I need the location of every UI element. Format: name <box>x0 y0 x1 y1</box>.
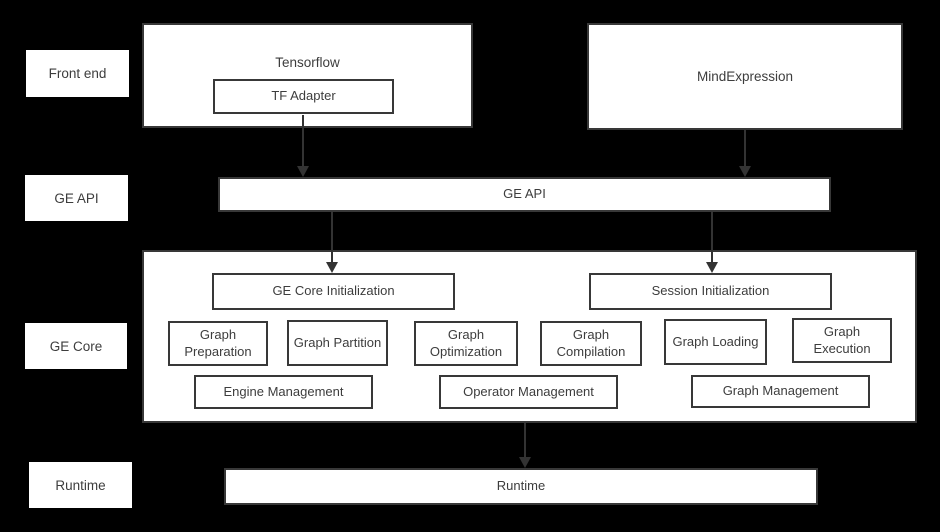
node-session-initialization: Session Initialization <box>589 273 832 310</box>
arrow-down-icon <box>739 166 751 177</box>
layer-label-front-end: Front end <box>26 50 129 97</box>
layer-label-ge-api: GE API <box>25 175 128 221</box>
arrow-ge-api-to-session-initialization <box>706 212 718 273</box>
layer-label-ge-core: GE Core <box>25 323 127 369</box>
arrow-shaft <box>302 115 304 167</box>
arrow-down-icon <box>297 166 309 177</box>
arrow-down-icon <box>326 262 338 273</box>
node-graph-execution: Graph Execution <box>792 318 892 363</box>
arrow-shaft <box>744 130 746 167</box>
node-ge-core-initialization: GE Core Initialization <box>212 273 455 310</box>
node-graph-partition: Graph Partition <box>287 320 388 366</box>
node-graph-loading: Graph Loading <box>664 319 767 365</box>
arrow-ge-core-to-runtime <box>519 423 531 468</box>
arrow-shaft <box>524 423 526 458</box>
node-graph-management: Graph Management <box>691 375 870 408</box>
node-graph-compilation: Graph Compilation <box>540 321 642 366</box>
node-runtime: Runtime <box>224 468 818 505</box>
layer-label-runtime: Runtime <box>29 462 132 508</box>
node-tensorflow-label: Tensorflow <box>275 55 340 70</box>
arrow-shaft <box>331 212 333 263</box>
arrow-tf-adapter-to-ge-api <box>297 115 309 177</box>
arrow-shaft <box>711 212 713 263</box>
arrow-ge-api-to-ge-core-initialization <box>326 212 338 273</box>
node-ge-api: GE API <box>218 177 831 212</box>
node-engine-management: Engine Management <box>194 375 373 409</box>
node-graph-optimization: Graph Optimization <box>414 321 518 366</box>
arrow-down-icon <box>706 262 718 273</box>
node-graph-preparation: Graph Preparation <box>168 321 268 366</box>
node-mindexpression: MindExpression <box>587 23 903 130</box>
node-operator-management: Operator Management <box>439 375 618 409</box>
node-tf-adapter: TF Adapter <box>213 79 394 114</box>
arrow-mindexpression-to-ge-api <box>739 130 751 177</box>
arrow-down-icon <box>519 457 531 468</box>
